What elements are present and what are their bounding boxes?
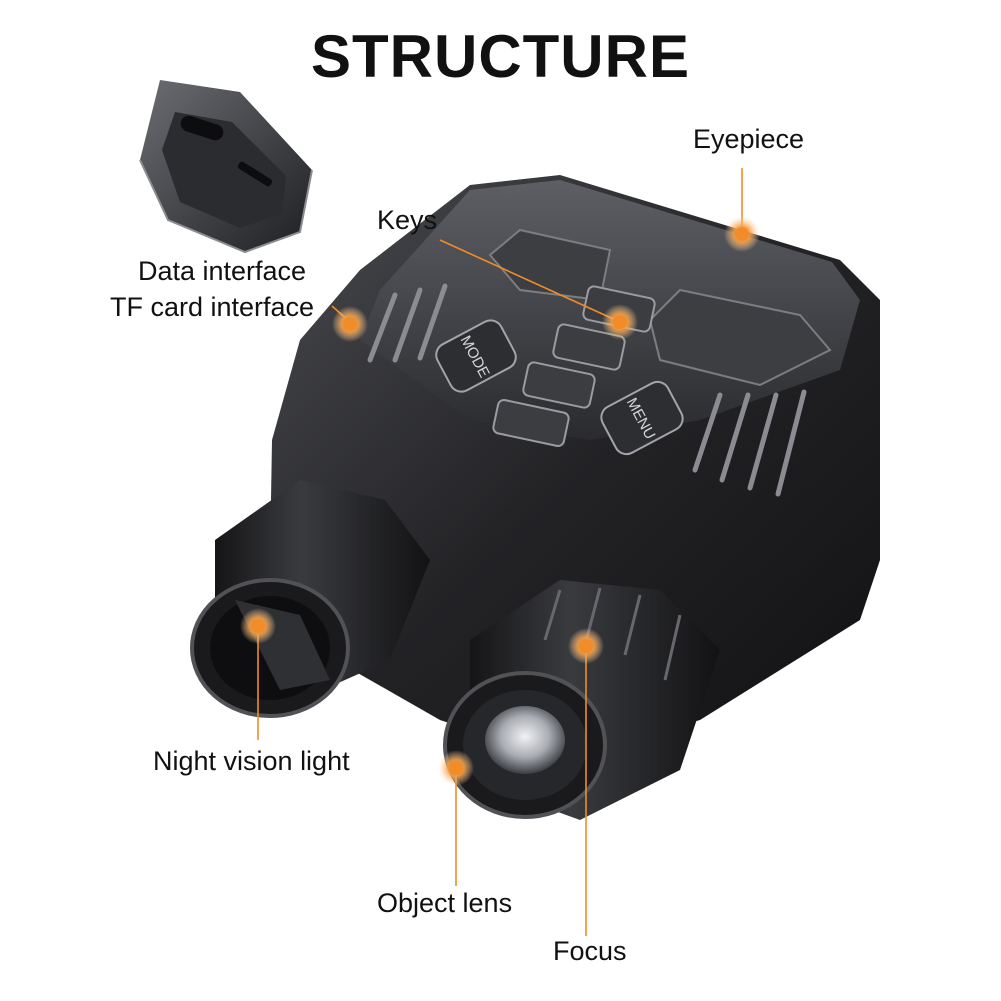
label-keys: Keys (377, 205, 438, 235)
label-eyepiece: Eyepiece (693, 124, 805, 154)
label-data-interface: Data interface (137, 256, 307, 286)
interface-closeup-inset (139, 80, 313, 254)
hotspot-markers (240, 216, 760, 786)
left-tube (190, 480, 430, 718)
label-tf-card-interface: TF card interface (110, 292, 315, 322)
page-title: STRUCTURE (311, 23, 690, 90)
keys-cluster: MODE MENU (435, 285, 684, 456)
label-object-lens: Object lens (377, 888, 513, 918)
playback-key (552, 323, 626, 371)
label-night-vision-light: Night vision light (153, 746, 350, 776)
ir-key (522, 361, 596, 409)
label-focus: Focus (553, 936, 627, 966)
right-tube (443, 580, 720, 820)
zoom-key (492, 399, 570, 447)
menu-button: MENU (600, 380, 684, 456)
object-lens-glass (485, 706, 565, 774)
mode-button: MODE (435, 319, 517, 393)
